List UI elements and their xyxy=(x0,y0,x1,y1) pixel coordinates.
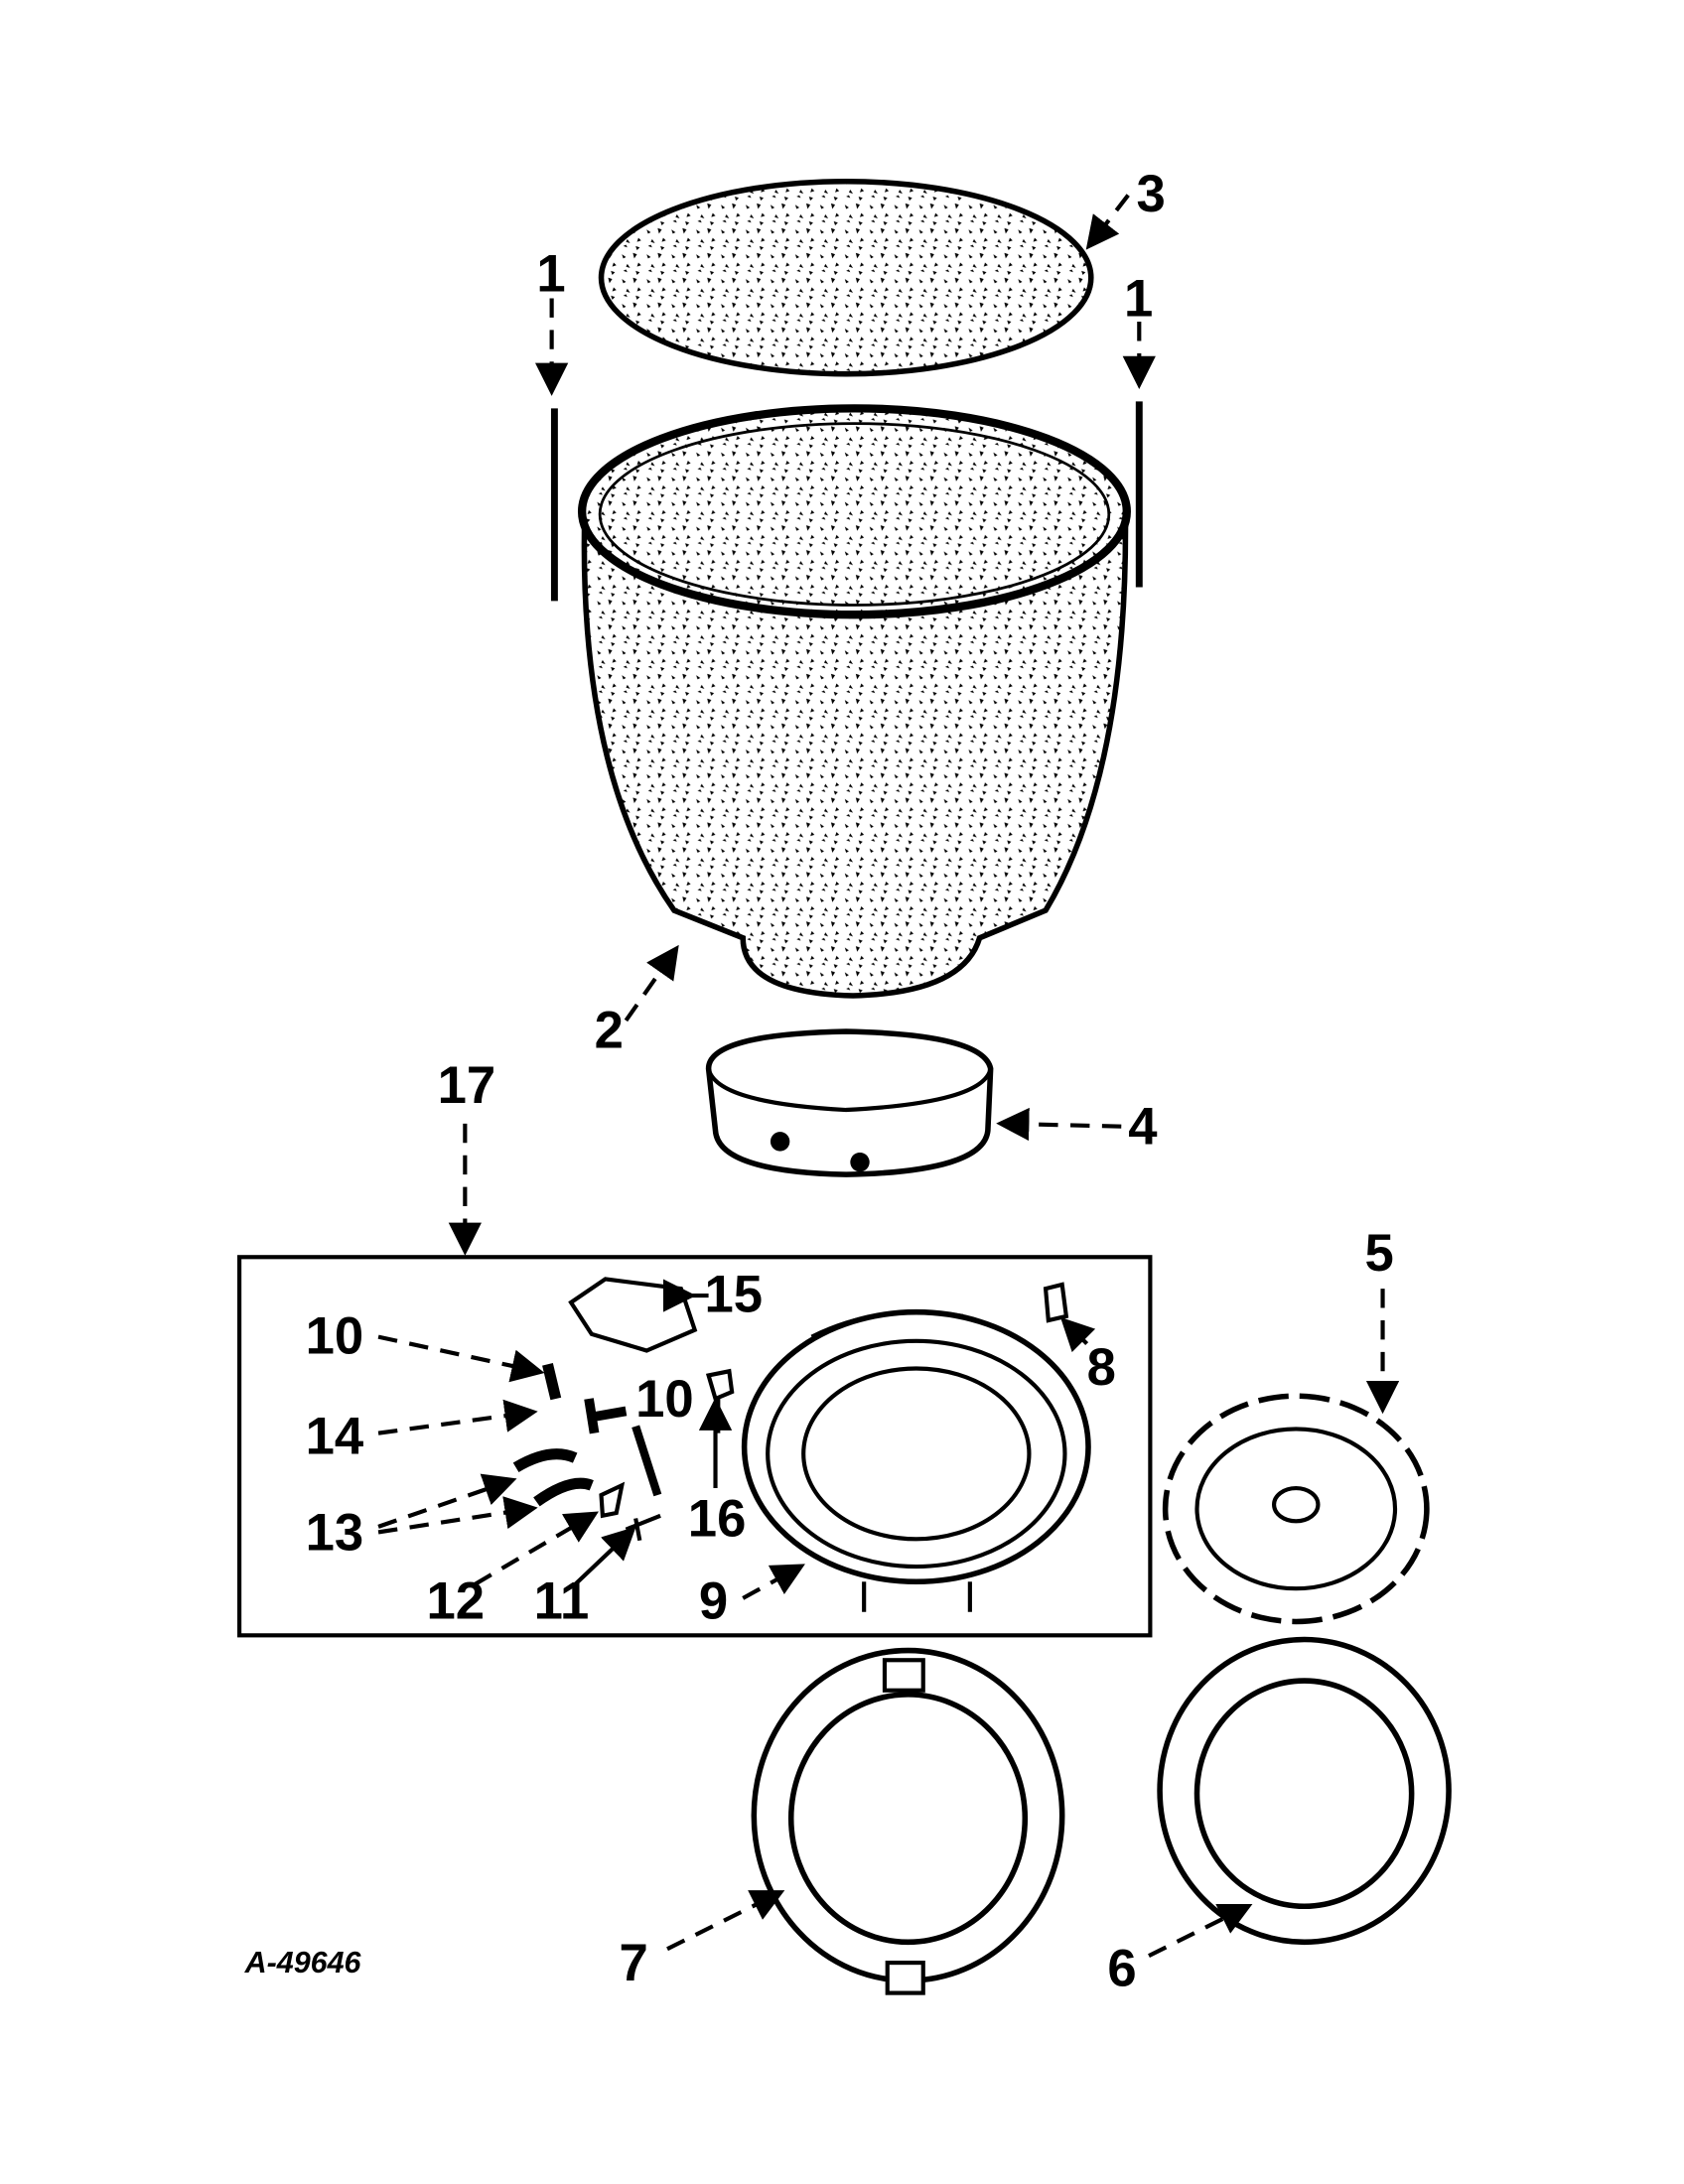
callout-12: 12 xyxy=(427,1572,486,1631)
leader-3 xyxy=(1085,194,1130,250)
leader-14 xyxy=(377,1399,538,1435)
reference-number: A-49646 xyxy=(244,1946,362,1979)
callout-1-right: 1 xyxy=(1124,270,1153,329)
callout-9: 9 xyxy=(699,1572,728,1631)
callout-10b: 10 xyxy=(635,1370,694,1429)
leader-10a xyxy=(377,1334,545,1383)
callout-2: 2 xyxy=(595,1002,624,1060)
leader-7 xyxy=(666,1890,785,1952)
leader-11 xyxy=(573,1526,636,1586)
leader-13b xyxy=(377,1496,538,1535)
leader-4 xyxy=(996,1107,1122,1142)
ring-part xyxy=(751,1647,1065,1995)
callout-11: 11 xyxy=(534,1572,590,1631)
leader-9 xyxy=(742,1564,805,1600)
screen-part xyxy=(598,178,1094,377)
callout-5: 5 xyxy=(1365,1224,1394,1283)
callout-14: 14 xyxy=(306,1407,364,1465)
band-clamp xyxy=(705,1028,994,1177)
callout-16: 16 xyxy=(688,1490,747,1549)
callout-17: 17 xyxy=(438,1056,496,1115)
assembly-box xyxy=(237,1255,1153,1638)
hook-part xyxy=(705,1368,735,1433)
latch-part xyxy=(512,1448,578,1473)
callout-13: 13 xyxy=(306,1503,364,1562)
pin-part-b xyxy=(584,1398,628,1434)
callout-4: 4 xyxy=(1128,1098,1157,1157)
callout-8: 8 xyxy=(1087,1338,1116,1397)
nut-part xyxy=(599,1481,626,1519)
pin-part xyxy=(542,1363,562,1401)
leader-6 xyxy=(1148,1903,1253,1959)
callout-1-left: 1 xyxy=(536,245,565,304)
leader-12 xyxy=(473,1511,599,1586)
callout-7: 7 xyxy=(620,1934,648,1992)
gasket-part xyxy=(1157,1636,1452,1946)
spring-rod xyxy=(632,1425,662,1497)
cup-part xyxy=(741,1308,1091,1612)
bracket-part xyxy=(568,1277,698,1353)
baffle-part xyxy=(1162,1393,1430,1625)
callout-6: 6 xyxy=(1107,1940,1136,1998)
leader-13a xyxy=(377,1473,517,1529)
cleaner-body xyxy=(577,404,1131,999)
clip-part xyxy=(1043,1282,1069,1323)
callout-15: 15 xyxy=(704,1266,763,1324)
callout-10a: 10 xyxy=(306,1306,364,1365)
callout-3: 3 xyxy=(1137,165,1166,223)
latch-part-b xyxy=(533,1477,594,1507)
spring-part xyxy=(625,1513,661,1542)
leader-2 xyxy=(624,944,679,1023)
